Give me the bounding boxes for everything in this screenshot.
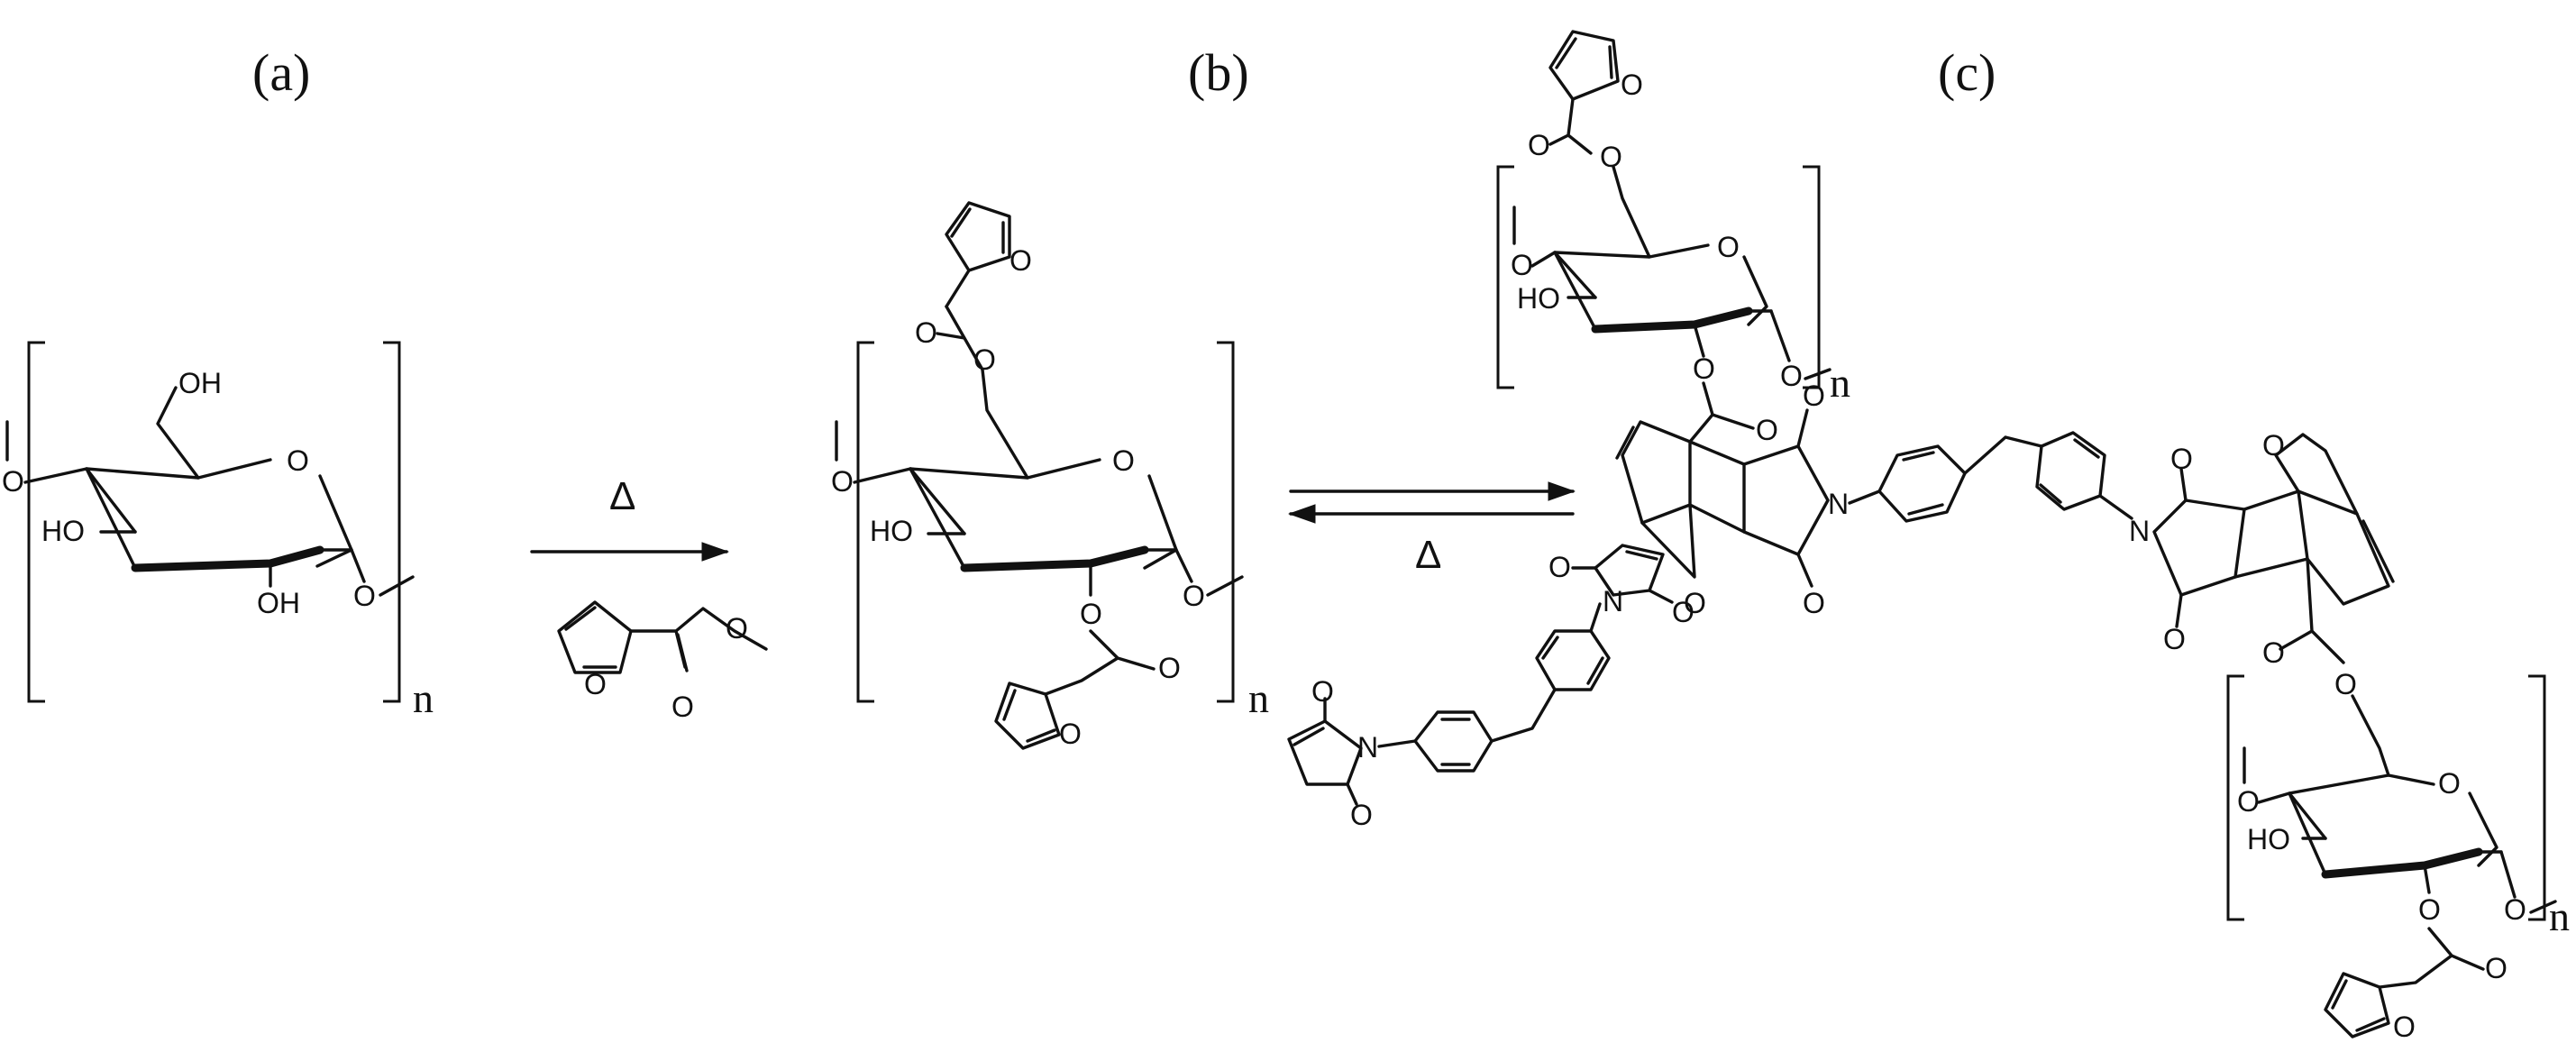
glycosidic-oxygen-left-b: O [831,465,854,498]
bmi-right-nitrogen: N [1603,585,1623,618]
c3-hydroxyl-c-top: HO [1517,282,1560,315]
bmi-left-nitrogen: N [1357,731,1378,764]
bmi-right-oxygen-left: O [1548,551,1571,583]
carbonyl-oxygen-c-link-right: O [2262,636,2285,669]
ester-oxygen: O [726,612,748,645]
bismaleimide: O O N N O O [1287,544,1694,831]
carbonyl-oxygen-c-link: O [1756,414,1778,446]
carbonyl-oxygen-c-bottom: O [2485,952,2507,984]
transesterification-step: Δ O O O [530,474,768,723]
glycosidic-oxygen-right-c-bottom: O [2504,893,2526,926]
label-a: (a) [252,43,310,102]
carbonyl-oxygen-c-top: O [1528,129,1550,161]
glycosidic-oxygen-right-b: O [1183,580,1205,612]
furan-oxygen-b-bottom: O [1059,718,1082,750]
bmi-right-oxygen-right: O [1672,596,1694,628]
cellulose-unit: n O OH HO OH O O [2,341,434,721]
glycosidic-oxygen-c-top: O [1511,249,1533,281]
furan-oxygen-c-top: O [1621,69,1643,101]
ester-oxygen-c-bottom: O [2418,893,2441,926]
carbonyl-oxygen-b-top: O [915,316,937,349]
imide-oxygen-left-top: O [1803,380,1825,412]
label-c: (c) [1938,43,1996,102]
c2-hydroxyl: OH [257,587,300,619]
crosslinked-product: n O O HO O O O O O O O O O N [1496,30,2570,1043]
furan-oxygen-b-top: O [1009,244,1032,277]
carbonyl-oxygen-b-bottom: O [1158,652,1181,684]
repeat-n: n [413,675,434,721]
heat-symbol-retro: Δ [1415,533,1441,577]
heat-symbol: Δ [609,474,635,518]
cellulose-furoate-unit: n O O HO O O O O O O O [831,201,1269,750]
bridge-oxygen-right: O [2262,429,2285,462]
ester-oxygen-b-bottom: O [1080,598,1102,630]
furan-oxygen: O [584,668,607,700]
ester-oxygen-b-top: O [973,343,996,376]
ring-oxygen-b: O [1112,444,1135,477]
glycosidic-oxygen-right-c-top: O [1780,360,1803,392]
label-b: (b) [1188,43,1249,102]
imide-oxygen-right-top: O [2170,443,2193,475]
ester-oxygen-c-top: O [1600,141,1622,173]
ester-oxygen-c-link: O [1693,352,1715,385]
methyl-furoate: O O O [557,600,768,723]
c6-hydroxyl: OH [178,367,222,399]
c3-hydroxyl-c-bottom: HO [2247,823,2290,855]
c3-hydroxyl: HO [41,515,85,547]
left-bracket [27,341,45,703]
imide-nitrogen-right: N [2129,515,2150,547]
bridge-oxygen-left: O [1684,587,1706,619]
furan-oxygen-c-bottom: O [2393,1011,2416,1043]
imide-nitrogen-left: N [1828,488,1849,520]
repeat-n-c-bottom: n [2549,893,2570,939]
right-bracket [383,341,401,703]
ring-oxygen-c-bottom: O [2438,767,2461,800]
imide-oxygen-left-bottom: O [1803,587,1825,619]
equilibrium-step: Δ [1287,481,1576,577]
ring-oxygen: O [287,444,309,477]
ring-oxygen-c-top: O [1717,231,1740,263]
carbonyl-oxygen: O [671,691,694,723]
bmi-left-oxygen-top: O [1311,675,1334,708]
glycosidic-oxygen-c-bottom: O [2237,785,2260,818]
c3-hydroxyl-b: HO [870,515,913,547]
imide-oxygen-right-bottom: O [2163,623,2186,655]
repeat-n-b: n [1248,675,1269,721]
glycosidic-oxygen-right: O [353,580,376,612]
bmi-left-oxygen-bottom: O [1350,799,1373,831]
glycosidic-oxygen-left: O [2,465,24,498]
repeat-n-c-top: n [1830,360,1850,406]
